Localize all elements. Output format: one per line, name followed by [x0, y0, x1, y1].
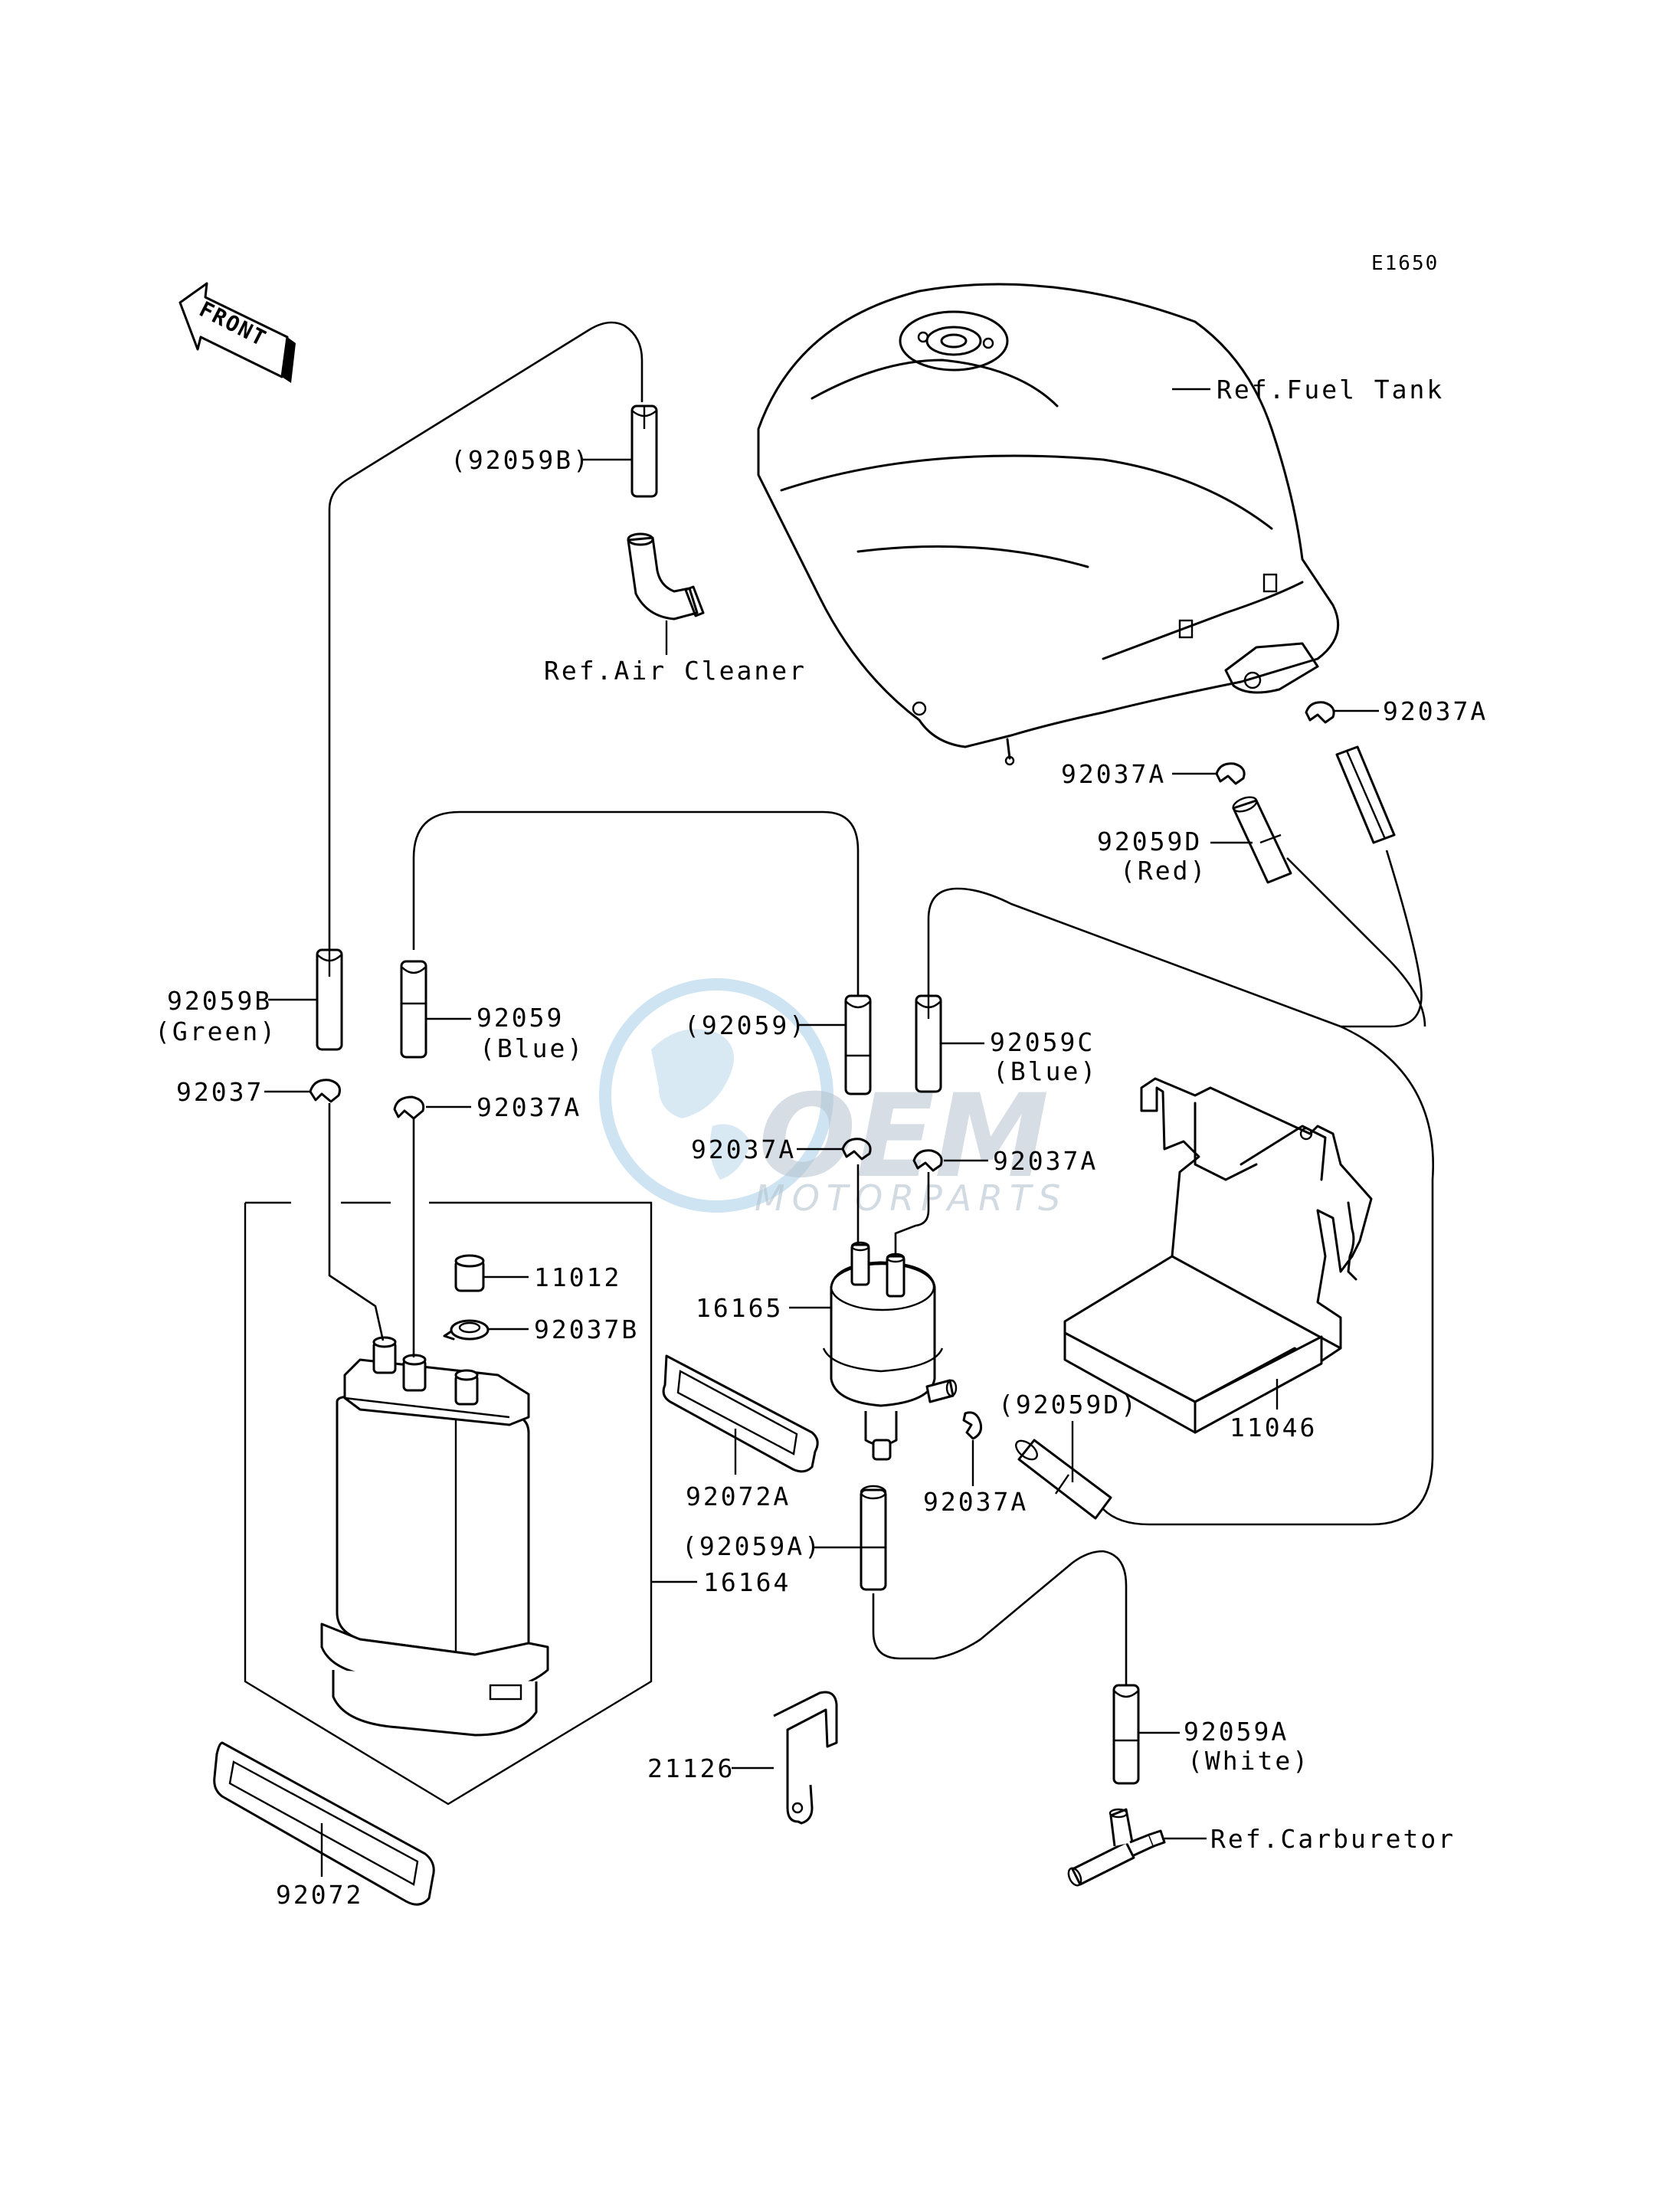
hose-canister-link-1 — [328, 1103, 385, 1341]
clamp-92037a-2-icon — [1305, 701, 1335, 724]
hose-92059-center — [844, 994, 872, 1095]
label-92059b-color: (Green) — [155, 1017, 277, 1046]
hose-92059a-center — [860, 1485, 887, 1591]
hose-92059b-top — [630, 404, 658, 498]
clamp-92037a-4-icon — [841, 1138, 872, 1161]
label-92059c: 92059C — [990, 1027, 1095, 1057]
label-16164: 16164 — [703, 1567, 791, 1597]
label-92037a-6: 92037A — [923, 1487, 1028, 1517]
label-16165: 16165 — [696, 1293, 783, 1323]
label-92037a-2: 92037A — [1383, 696, 1488, 726]
label-92072: 92072 — [276, 1880, 363, 1910]
label-92072a: 92072A — [686, 1482, 791, 1511]
label-ref-carburetor: Ref.Carburetor — [1210, 1824, 1456, 1854]
canister-16164 — [320, 1336, 549, 1737]
front-arrow-icon: FRONT — [178, 282, 296, 383]
label-ref-air-cleaner: Ref.Air Cleaner — [544, 656, 807, 686]
watermark-subtitle: MOTORPARTS — [755, 1177, 1067, 1219]
clamp-92037a-6-icon — [962, 1411, 982, 1440]
hose-routing — [328, 321, 1434, 1685]
strap-92072 — [213, 1741, 435, 1906]
label-92059a-paren: (92059A) — [682, 1531, 822, 1561]
label-11012: 11012 — [534, 1262, 621, 1292]
label-92059-paren: (92059) — [684, 1010, 807, 1040]
clamp-92037b — [443, 1319, 490, 1341]
label-92059b-paren: (92059B) — [450, 445, 591, 475]
label-92059: 92059 — [476, 1003, 564, 1033]
clamp-92037a-3-icon — [1215, 762, 1246, 785]
hose-92059d-lower — [1015, 1439, 1112, 1520]
hose-tank-right — [1335, 745, 1396, 844]
clamp-92037-icon — [309, 1079, 341, 1103]
hose-92059b-green — [316, 948, 343, 1051]
air-cleaner-fitting — [627, 532, 705, 620]
label-92059-color: (Blue) — [480, 1033, 585, 1063]
label-92059b: 92059B — [167, 986, 272, 1016]
bracket-21126 — [773, 1691, 838, 1825]
cap-11012 — [454, 1254, 485, 1292]
watermark-brand: OEM — [758, 1070, 1049, 1203]
watermark-globe-icon — [599, 978, 833, 1213]
hose-92059-blue — [400, 960, 427, 1059]
label-92059a: 92059A — [1184, 1717, 1289, 1747]
label-92059c-color: (Blue) — [993, 1056, 1098, 1086]
label-11046: 11046 — [1230, 1413, 1317, 1442]
hose-92059a-white — [1112, 1684, 1140, 1785]
hose-filter-top-2 — [894, 1172, 930, 1256]
clamp-92037a-5-icon — [912, 1149, 943, 1172]
tray-11046 — [1063, 1077, 1373, 1434]
hose-92059d-red — [1232, 796, 1292, 884]
label-92037b: 92037B — [534, 1315, 639, 1344]
label-92059d-color: (Red) — [1120, 856, 1207, 886]
clamp-92037a-1-icon — [393, 1095, 425, 1120]
watermark: OEM MOTORPARTS — [599, 978, 1067, 1219]
strap-92072a — [662, 1354, 819, 1473]
label-92037a-5: 92037A — [993, 1146, 1098, 1176]
label-92037a-1: 92037A — [476, 1092, 581, 1122]
fuel-tank — [757, 283, 1340, 766]
carburetor-fitting — [1067, 1808, 1166, 1887]
diagram-code: E1650 — [1371, 252, 1439, 275]
label-92037a-3: 92037A — [1061, 759, 1166, 789]
label-21126: 21126 — [647, 1753, 735, 1783]
label-92059d: 92059D — [1097, 827, 1202, 856]
fuel-filter-16165 — [822, 1241, 958, 1461]
label-92059a-color: (White) — [1187, 1746, 1310, 1776]
canister-assembly-outline — [244, 1201, 653, 1806]
watermark-continents-icon — [651, 1029, 751, 1180]
label-92059d-paren: (92059D) — [998, 1390, 1138, 1419]
label-92037: 92037 — [176, 1077, 264, 1107]
label-ref-fuel-tank: Ref.Fuel Tank — [1217, 375, 1444, 404]
hose-92059c-blue — [915, 994, 942, 1093]
label-92037a-4: 92037A — [691, 1135, 796, 1164]
